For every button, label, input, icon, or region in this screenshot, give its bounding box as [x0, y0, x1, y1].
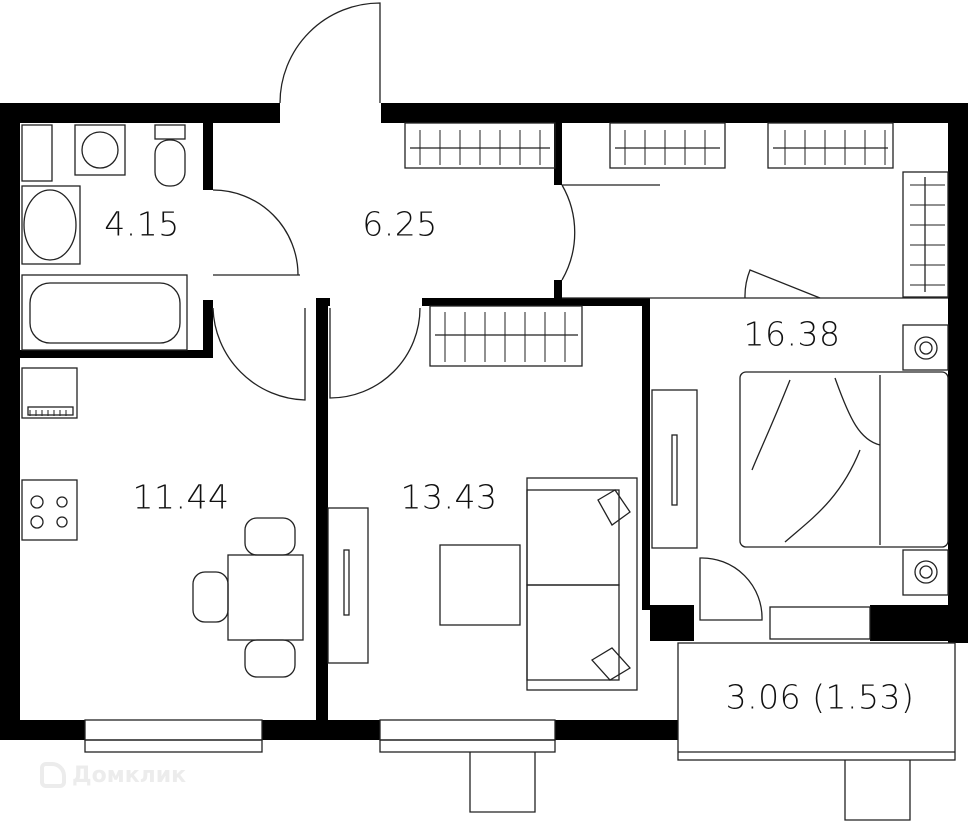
nightstand [902, 324, 949, 371]
washing-machine [74, 124, 126, 176]
chair [244, 517, 296, 556]
dining-table [227, 554, 304, 641]
sink-cabinet [21, 185, 81, 265]
sink [21, 367, 78, 419]
area-label-bedroom: 16.38 [743, 314, 841, 354]
house-logo-icon [40, 762, 66, 788]
dresser [651, 389, 698, 549]
balcony [677, 642, 956, 761]
nightstand [902, 549, 949, 596]
entrance-door [279, 2, 381, 104]
wardrobe-hatching [29, 130, 945, 416]
chair [244, 639, 296, 678]
area-label-balcony: 3.06 (1.53) [725, 677, 915, 717]
stove [21, 479, 78, 541]
area-label-hallway: 6.25 [362, 204, 438, 244]
watermark: Домклик [40, 762, 186, 788]
tv-stand [327, 507, 369, 664]
wardrobe-living [429, 305, 583, 367]
toilet-tank [154, 124, 186, 140]
area-label-living-room: 13.43 [400, 477, 498, 517]
bed [739, 371, 949, 548]
chair [192, 571, 229, 623]
wardrobe-hall [404, 122, 556, 169]
bathtub [21, 274, 188, 351]
area-label-kitchen: 11.44 [132, 477, 230, 517]
coffee-table [439, 544, 521, 626]
toilet [154, 139, 186, 187]
area-label-bathroom: 4.15 [104, 204, 180, 244]
watermark-text: Домклик [72, 762, 187, 788]
walls [0, 103, 968, 740]
